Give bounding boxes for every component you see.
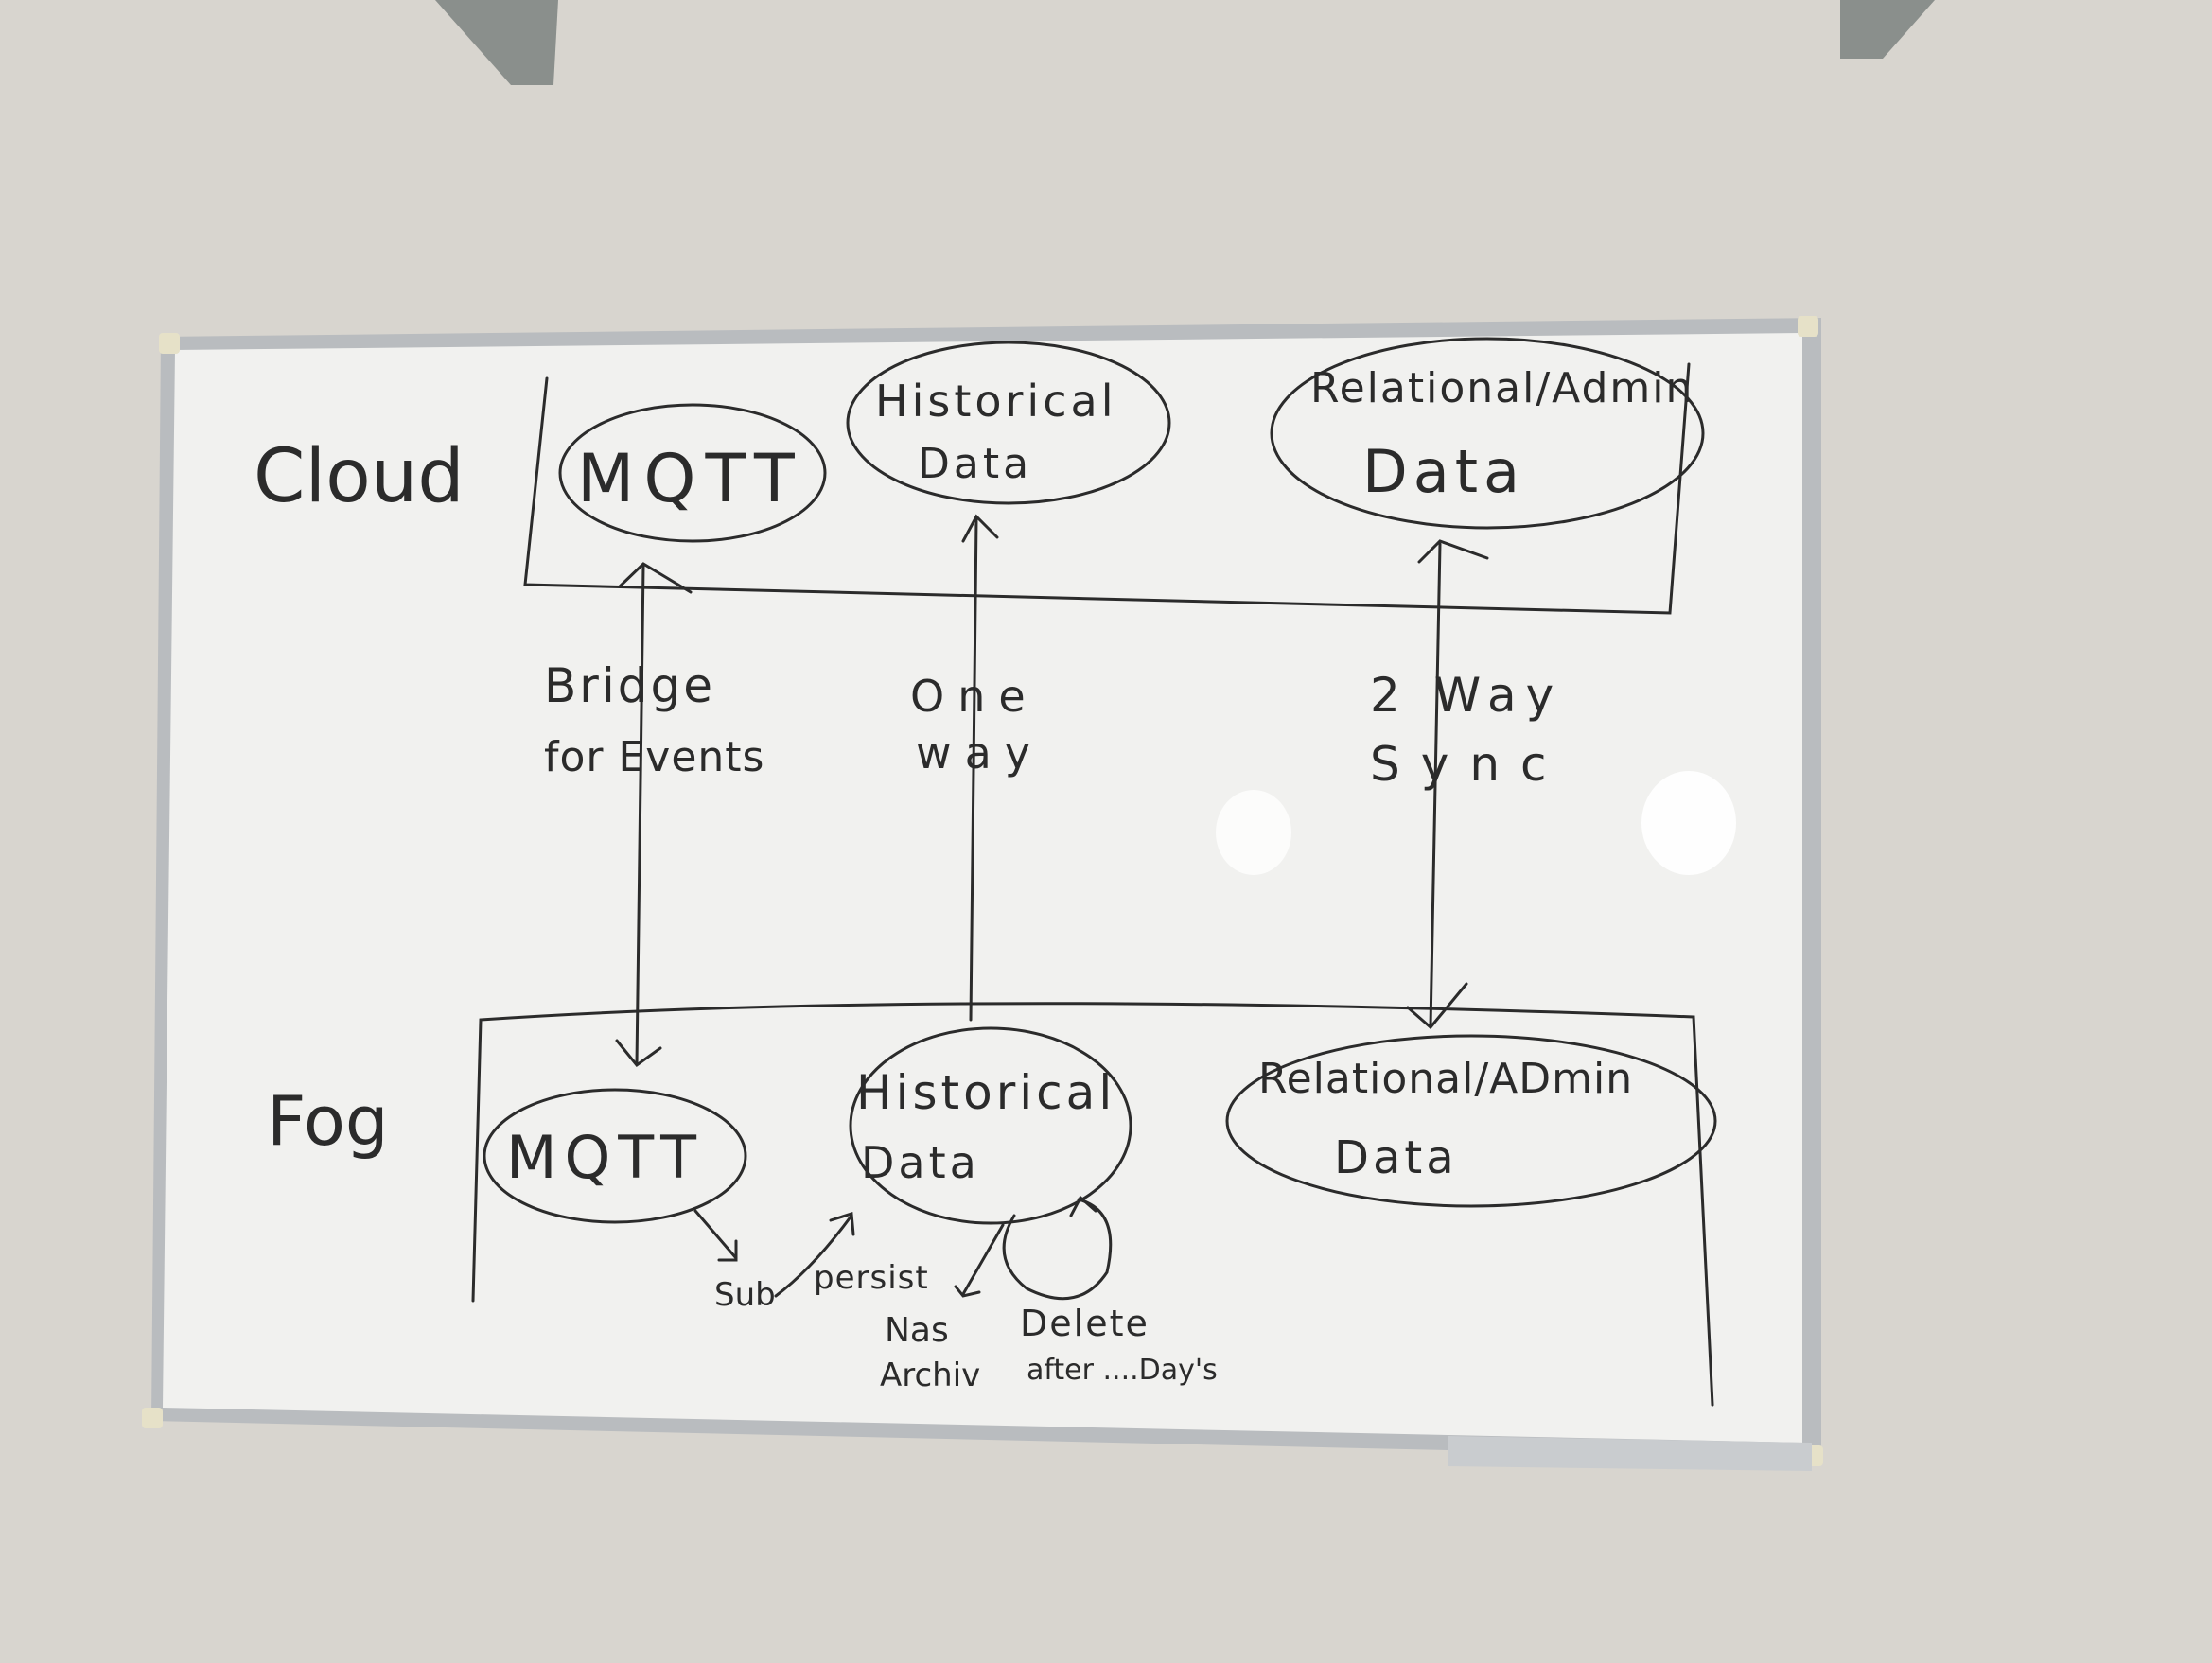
one-way-label-line1: One — [910, 671, 1039, 722]
sync-arrow-line — [1429, 542, 1442, 1028]
cloud-relational-label-line1: Relational/Admin — [1310, 364, 1694, 412]
archive-arrow-head — [954, 1285, 981, 1298]
sub-arrow — [693, 1209, 738, 1260]
fog-mqtt-ellipse — [483, 1088, 747, 1224]
cloud-historical-ellipse — [846, 341, 1171, 505]
fog-relational-ellipse — [1225, 1034, 1717, 1208]
ceiling-bracket-left — [435, 0, 558, 85]
cloud-zone-boundary — [523, 362, 1691, 615]
sub-arrow-head — [717, 1239, 738, 1262]
ceiling-bracket-right — [1840, 0, 1935, 59]
cloud-relational-ellipse — [1270, 337, 1705, 530]
persist-label: persist — [814, 1259, 929, 1297]
one-way-arrow-head — [961, 514, 999, 543]
board-surface — [163, 333, 1802, 1443]
sync-arrow-head-bottom — [1406, 982, 1468, 1030]
bridge-label-line1: Bridge — [544, 658, 715, 713]
cloud-relational-label-line2: Data — [1362, 437, 1525, 506]
marker-tray — [1448, 1436, 1812, 1471]
glare-spot — [1216, 790, 1291, 875]
cloud-zone-label: Cloud — [254, 434, 465, 519]
persist-arrow — [774, 1214, 853, 1298]
cloud-historical-label-line1: Historical — [875, 376, 1116, 427]
bridge-label-line2: for Events — [544, 733, 764, 781]
sub-label: Sub — [714, 1276, 776, 1314]
fog-zone-label: Fog — [267, 1081, 389, 1161]
sync-arrow-head-top — [1417, 539, 1489, 564]
fog-zone-boundary — [471, 1002, 1714, 1407]
one-way-arrow-line — [969, 516, 978, 1022]
fog-historical-ellipse — [849, 1026, 1132, 1225]
delete-loop-head — [1069, 1195, 1097, 1217]
cloud-mqtt-label: MQTT — [577, 440, 804, 517]
delete-loop — [1002, 1198, 1113, 1301]
one-way-label-line2: way — [916, 727, 1044, 779]
corner-cap — [142, 1408, 163, 1428]
fog-relational-label-line2: Data — [1334, 1131, 1458, 1184]
cloud-mqtt-ellipse — [558, 403, 827, 543]
fog-historical-label-line1: Historical — [856, 1065, 1115, 1120]
delete-after-label-line1: Delete — [1020, 1303, 1150, 1344]
bridge-arrow-line — [635, 564, 645, 1066]
corner-cap — [1798, 316, 1818, 337]
delete-after-label-line2: after ....Day's — [1027, 1354, 1218, 1387]
archive-arrow — [961, 1223, 1005, 1296]
sync-label-line2: Sync — [1370, 737, 1568, 792]
nas-archiv-label-line1: Nas — [885, 1311, 949, 1350]
sync-label-line1: 2 Way — [1370, 668, 1563, 723]
glare-spot — [1641, 771, 1736, 875]
fog-relational-label-line1: Relational/ADmin — [1258, 1055, 1633, 1103]
bridge-arrow-head-bottom — [615, 1039, 662, 1068]
fog-mqtt-label: MQTT — [506, 1123, 704, 1192]
bridge-arrow-head-top — [618, 562, 693, 594]
fog-historical-label-line2: Data — [861, 1137, 980, 1188]
corner-cap — [159, 333, 180, 354]
nas-archiv-label-line2: Archiv — [880, 1357, 980, 1394]
cloud-historical-label-line2: Data — [918, 440, 1032, 488]
persist-arrow-head — [829, 1212, 855, 1236]
